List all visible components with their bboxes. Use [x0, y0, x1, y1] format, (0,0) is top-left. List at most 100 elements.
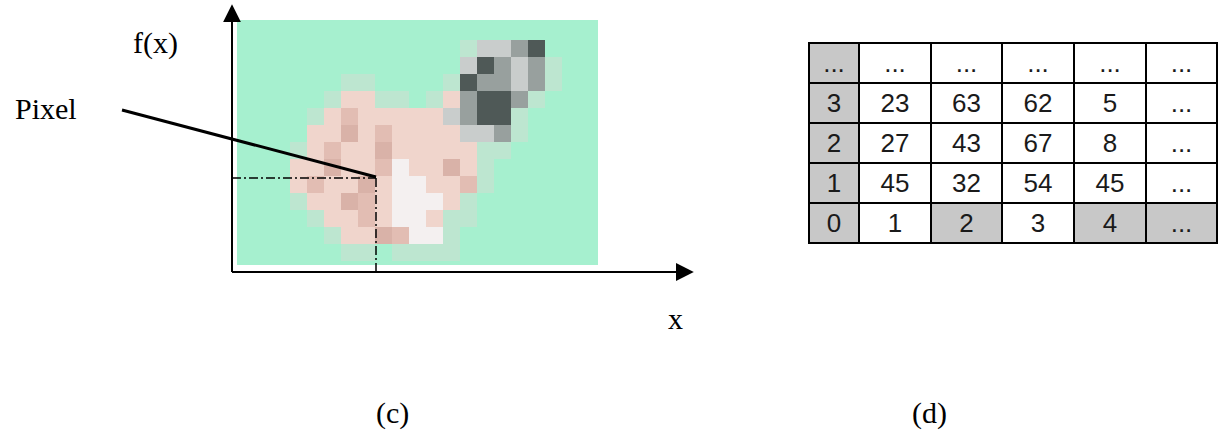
pixel	[358, 125, 375, 142]
pixel	[545, 57, 562, 74]
pixel	[358, 142, 375, 159]
table-cell: ...	[1073, 42, 1147, 84]
pixel	[460, 193, 477, 210]
table-value: 27	[881, 128, 910, 159]
pixel	[460, 210, 477, 227]
table-cell: 2	[930, 202, 1003, 244]
pixel	[341, 125, 358, 142]
panel-label: (d)	[912, 396, 947, 429]
pixel	[460, 57, 477, 74]
pixel	[341, 193, 358, 210]
dash-line	[232, 177, 376, 179]
table-value: ...	[1171, 128, 1193, 159]
table-cell: ...	[1145, 202, 1218, 244]
table-value: 3	[1031, 208, 1045, 239]
pixel	[477, 159, 494, 176]
table-cell: ...	[1145, 122, 1218, 164]
pixel	[426, 244, 443, 261]
pixel	[324, 91, 341, 108]
pixel	[460, 176, 477, 193]
pixel	[477, 108, 494, 125]
pixel	[324, 125, 341, 142]
pixel	[443, 193, 460, 210]
table-value: 67	[1024, 128, 1053, 159]
pixel	[392, 159, 409, 176]
pixel-label: Pixel	[15, 92, 77, 125]
pixel	[460, 74, 477, 91]
pixel	[307, 125, 324, 142]
table-value: 23	[881, 88, 910, 119]
pixel	[358, 91, 375, 108]
pixel	[375, 210, 392, 227]
pixel	[358, 193, 375, 210]
pixel	[477, 91, 494, 108]
table-value: 32	[952, 168, 981, 199]
pixel	[409, 159, 426, 176]
image-background	[237, 20, 598, 265]
table-value: ...	[1099, 48, 1121, 79]
pixel	[392, 125, 409, 142]
pixel	[375, 159, 392, 176]
table-cell: 1	[858, 202, 932, 244]
pixel	[426, 159, 443, 176]
pixel	[409, 108, 426, 125]
dash-line	[375, 178, 377, 272]
table-value: 5	[1103, 88, 1117, 119]
pixel	[477, 74, 494, 91]
table-cell: 32	[930, 162, 1003, 204]
pixel	[290, 159, 307, 176]
pixel	[477, 142, 494, 159]
pixel	[392, 108, 409, 125]
pixel	[443, 91, 460, 108]
pixel	[528, 40, 545, 57]
pixel	[307, 142, 324, 159]
pixel	[358, 108, 375, 125]
pixel	[460, 40, 477, 57]
table-value: ...	[1171, 48, 1193, 79]
pixel	[375, 142, 392, 159]
pixel	[426, 227, 443, 244]
table-cell: 63	[930, 82, 1003, 124]
pixel	[409, 176, 426, 193]
pixel	[426, 108, 443, 125]
table-cell: ...	[1145, 162, 1218, 204]
table-cell: 27	[858, 122, 932, 164]
pixel	[341, 142, 358, 159]
pixel	[290, 193, 307, 210]
pixel	[409, 227, 426, 244]
pixel	[494, 74, 511, 91]
pixel	[392, 227, 409, 244]
leader-line	[122, 110, 376, 177]
pixel	[460, 125, 477, 142]
pixel	[443, 74, 460, 91]
pixel	[409, 244, 426, 261]
pixel	[443, 244, 460, 261]
pixel	[324, 210, 341, 227]
table-value: ...	[1171, 88, 1193, 119]
pixel	[511, 91, 528, 108]
pixel	[443, 142, 460, 159]
pixel	[341, 244, 358, 261]
table-cell: 3	[1001, 202, 1075, 244]
table-value: 54	[1024, 168, 1053, 199]
table-value: ...	[956, 48, 978, 79]
table-value: ...	[884, 48, 906, 79]
pixel	[375, 108, 392, 125]
pixel	[375, 91, 392, 108]
pixel	[426, 193, 443, 210]
pixel	[426, 176, 443, 193]
pixel	[392, 193, 409, 210]
table-cell: 62	[1001, 82, 1075, 124]
pixel	[528, 91, 545, 108]
pixel	[341, 74, 358, 91]
table-cell: 4	[1073, 202, 1147, 244]
pixel	[511, 57, 528, 74]
pixel	[324, 108, 341, 125]
pixel	[409, 193, 426, 210]
pixel	[426, 91, 443, 108]
table-value: ...	[1171, 168, 1193, 199]
pixel	[392, 210, 409, 227]
pixel	[392, 176, 409, 193]
pixel	[307, 210, 324, 227]
table-cell: 2	[808, 122, 860, 164]
